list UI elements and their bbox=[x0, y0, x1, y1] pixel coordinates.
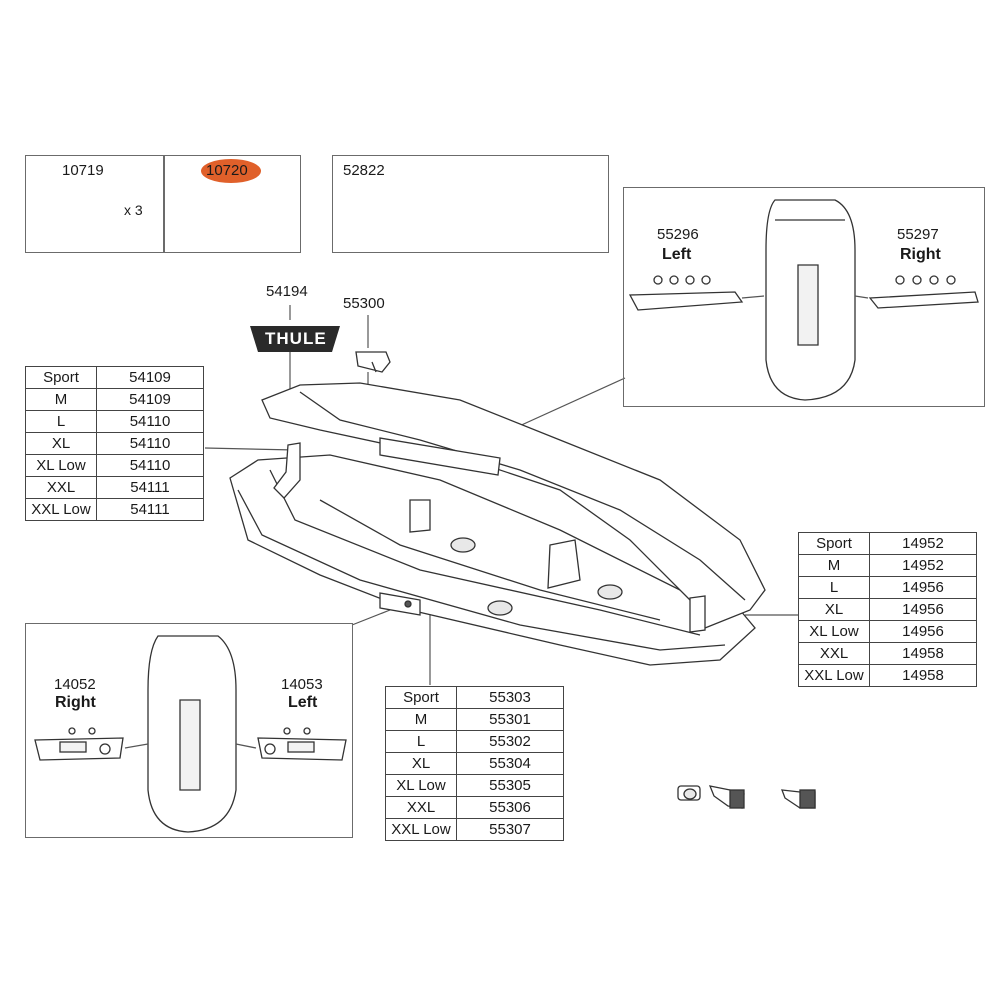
size-cell: XL bbox=[25, 432, 97, 455]
size-cell: Sport bbox=[25, 366, 97, 389]
part-cell: 55304 bbox=[456, 752, 564, 775]
size-cell: XL Low bbox=[798, 620, 870, 643]
part-number-10720[interactable]: 10720 bbox=[206, 162, 248, 179]
part-cell: 14952 bbox=[869, 532, 977, 555]
size-cell: XL Low bbox=[25, 454, 97, 477]
endcap-inset-panel bbox=[25, 623, 353, 838]
size-cell: Sport bbox=[385, 686, 457, 709]
size-cell: L bbox=[385, 730, 457, 753]
endcap-right-label: Right bbox=[55, 694, 96, 711]
part-cell: 55306 bbox=[456, 796, 564, 819]
size-cell: Sport bbox=[798, 532, 870, 555]
part-cell: 14956 bbox=[869, 598, 977, 621]
part-number-14052[interactable]: 14052 bbox=[54, 676, 96, 693]
part-cell: 14952 bbox=[869, 554, 977, 577]
cover-left-label: Left bbox=[662, 246, 692, 263]
cover-right-label: Right bbox=[900, 246, 941, 263]
wing-rail-panel bbox=[332, 155, 609, 253]
size-cell: XXL bbox=[25, 476, 97, 499]
part-number-55300[interactable]: 55300 bbox=[343, 295, 385, 312]
size-cell: XL Low bbox=[385, 774, 457, 797]
part-cell: 55301 bbox=[456, 708, 564, 731]
cover-inset-panel bbox=[623, 187, 985, 407]
part-cell: 55307 bbox=[456, 818, 564, 841]
roof-box-drawing bbox=[229, 382, 766, 666]
size-cell: M bbox=[385, 708, 457, 731]
size-cell: XL bbox=[385, 752, 457, 775]
part-cell: 54110 bbox=[96, 454, 204, 477]
part-cell: 55303 bbox=[456, 686, 564, 709]
endcap-left-label: Left bbox=[288, 694, 318, 711]
strap-divider bbox=[163, 156, 165, 252]
part-cell: 54109 bbox=[96, 366, 204, 389]
part-number-55297[interactable]: 55297 bbox=[897, 226, 939, 243]
cover-inset-drawing bbox=[628, 199, 979, 401]
part-cell: 54111 bbox=[96, 476, 204, 499]
size-cell: L bbox=[798, 576, 870, 599]
part-cell: 55302 bbox=[456, 730, 564, 753]
clip-drawing bbox=[355, 351, 391, 373]
part-cell: 54111 bbox=[96, 498, 204, 521]
part-number-55296[interactable]: 55296 bbox=[657, 226, 699, 243]
part-number-54194[interactable]: 54194 bbox=[266, 283, 308, 300]
lock-keys-drawing bbox=[677, 785, 816, 809]
part-cell: 14958 bbox=[869, 642, 977, 665]
size-cell: XXL bbox=[385, 796, 457, 819]
size-cell: M bbox=[25, 388, 97, 411]
size-cell: XL bbox=[798, 598, 870, 621]
quantity-label: x 3 bbox=[124, 202, 143, 218]
part-number-52822[interactable]: 52822 bbox=[343, 162, 385, 179]
part-cell: 54110 bbox=[96, 410, 204, 433]
part-cell: 14956 bbox=[869, 620, 977, 643]
thule-logo-text: THULE bbox=[265, 329, 327, 348]
part-cell: 14958 bbox=[869, 664, 977, 687]
part-cell: 54109 bbox=[96, 388, 204, 411]
size-cell: XXL bbox=[798, 642, 870, 665]
size-cell: XXL Low bbox=[25, 498, 97, 521]
part-cell: 14956 bbox=[869, 576, 977, 599]
size-cell: XXL Low bbox=[385, 818, 457, 841]
endcap-inset-drawing bbox=[34, 635, 347, 833]
part-cell: 54110 bbox=[96, 432, 204, 455]
highlight-marker bbox=[201, 159, 261, 183]
size-cell: XXL Low bbox=[798, 664, 870, 687]
part-number-14053[interactable]: 14053 bbox=[281, 676, 323, 693]
size-cell: L bbox=[25, 410, 97, 433]
size-cell: M bbox=[798, 554, 870, 577]
part-cell: 55305 bbox=[456, 774, 564, 797]
thule-logo-badge bbox=[250, 326, 340, 352]
part-number-10719[interactable]: 10719 bbox=[62, 162, 104, 179]
